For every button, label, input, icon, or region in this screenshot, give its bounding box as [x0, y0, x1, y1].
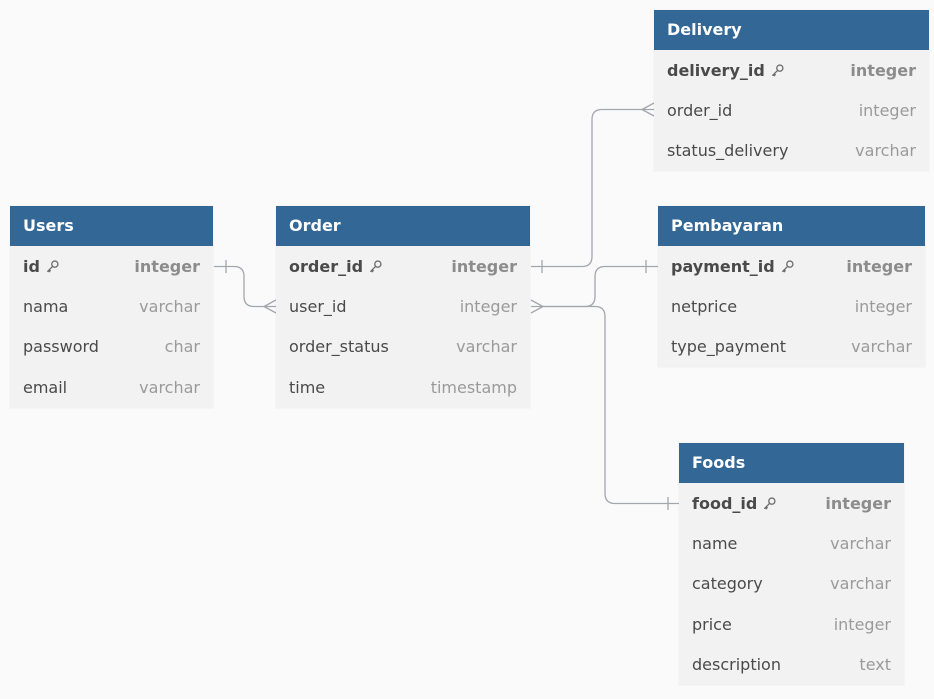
column-name-wrap: password	[23, 337, 99, 356]
column-row-pembayaran-type-payment[interactable]: type_payment varchar	[658, 327, 925, 367]
column-type: varchar	[851, 337, 912, 357]
column-name: user_id	[289, 297, 347, 317]
column-name: time	[289, 377, 326, 397]
column-name-wrap: order_id	[289, 257, 383, 276]
column-type: integer	[850, 60, 916, 80]
column-row-foods-food-id[interactable]: food_id integer	[679, 483, 904, 523]
column-row-users-id[interactable]: id integer	[10, 246, 213, 286]
column-type: integer	[134, 256, 200, 276]
column-row-order-user-id[interactable]: user_id integer	[276, 286, 530, 326]
column-type: integer	[451, 256, 517, 276]
table-header-delivery[interactable]: Delivery	[654, 10, 929, 50]
column-row-users-password[interactable]: password char	[10, 327, 213, 367]
column-name-wrap: name	[692, 534, 737, 553]
column-row-foods-description[interactable]: description text	[679, 645, 904, 685]
column-row-foods-name[interactable]: name varchar	[679, 523, 904, 563]
column-type: char	[164, 337, 200, 357]
many-marker-order-user-id-right	[530, 299, 545, 314]
key-icon	[368, 259, 383, 274]
column-row-delivery-delivery-id[interactable]: delivery_id integer	[654, 50, 929, 90]
column-name: price	[692, 614, 732, 634]
column-name: type_payment	[671, 337, 787, 357]
column-row-users-nama[interactable]: nama varchar	[10, 286, 213, 326]
column-name-wrap: payment_id	[671, 257, 795, 276]
column-name: order_status	[289, 337, 389, 357]
table-header-order[interactable]: Order	[276, 206, 530, 246]
column-type: varchar	[456, 337, 517, 357]
column-name: food_id	[692, 493, 758, 513]
column-row-delivery-order-id[interactable]: order_id integer	[654, 90, 929, 130]
column-type: integer	[858, 101, 916, 121]
column-name: category	[692, 574, 763, 594]
column-type: integer	[833, 614, 891, 634]
column-type: varchar	[139, 297, 200, 317]
column-name-wrap: nama	[23, 297, 68, 316]
table-header-users[interactable]: Users	[10, 206, 213, 246]
column-type: integer	[459, 297, 517, 317]
column-type: varchar	[139, 377, 200, 397]
column-name: id	[23, 256, 40, 276]
column-name-wrap: user_id	[289, 297, 347, 316]
column-name-wrap: delivery_id	[667, 61, 785, 80]
column-name: name	[692, 534, 738, 554]
column-row-foods-price[interactable]: price integer	[679, 604, 904, 644]
column-name: order_id	[667, 101, 733, 121]
key-icon	[780, 259, 795, 274]
column-name: netprice	[671, 297, 738, 317]
column-type: varchar	[830, 534, 891, 554]
column-row-order-order-id[interactable]: order_id integer	[276, 246, 530, 286]
column-type: varchar	[855, 141, 916, 161]
key-icon	[45, 259, 60, 274]
table-users[interactable]: Users id integer nama varchar password char ema…	[10, 206, 213, 408]
column-name-wrap: order_id	[667, 101, 732, 120]
column-name-wrap: time	[289, 378, 325, 397]
column-name-wrap: netprice	[671, 297, 737, 316]
key-icon	[762, 496, 777, 511]
column-row-order-time[interactable]: time timestamp	[276, 367, 530, 407]
column-type: text	[859, 655, 891, 675]
column-row-delivery-status-delivery[interactable]: status_delivery varchar	[654, 131, 929, 171]
column-name: password	[23, 337, 99, 357]
connector-order-delivery	[531, 108, 654, 268]
column-name-wrap: email	[23, 378, 67, 397]
column-name: payment_id	[671, 256, 775, 276]
column-name-wrap: id	[23, 257, 60, 276]
column-name: email	[23, 377, 68, 397]
table-header-foods[interactable]: Foods	[679, 443, 904, 483]
column-name-wrap: description	[692, 655, 781, 674]
column-type: integer	[825, 493, 891, 513]
column-row-foods-category[interactable]: category varchar	[679, 564, 904, 604]
column-row-pembayaran-payment-id[interactable]: payment_id integer	[658, 246, 925, 286]
connector-order-pembayaran	[531, 265, 658, 308]
column-type: integer	[854, 297, 912, 317]
column-name: delivery_id	[667, 60, 765, 80]
column-name-wrap: status_delivery	[667, 141, 788, 160]
column-name-wrap: order_status	[289, 337, 389, 356]
column-row-pembayaran-netprice[interactable]: netprice integer	[658, 286, 925, 326]
column-name-wrap: food_id	[692, 494, 777, 513]
column-name: nama	[23, 297, 69, 317]
column-type: timestamp	[430, 377, 517, 397]
connector-users-order	[214, 265, 276, 308]
column-name-wrap: category	[692, 574, 763, 593]
column-name-wrap: price	[692, 615, 732, 634]
many-marker-delivery-order-id	[640, 102, 655, 117]
column-type: varchar	[830, 574, 891, 594]
column-row-users-email[interactable]: email varchar	[10, 367, 213, 407]
column-name-wrap: type_payment	[671, 337, 786, 356]
column-name: status_delivery	[667, 141, 789, 161]
table-header-pembayaran[interactable]: Pembayaran	[658, 206, 925, 246]
many-marker-order-user-id	[262, 299, 277, 314]
key-icon	[770, 63, 785, 78]
column-name: order_id	[289, 256, 364, 276]
column-row-order-order-status[interactable]: order_status varchar	[276, 327, 530, 367]
column-type: integer	[846, 256, 912, 276]
column-name: description	[692, 655, 781, 675]
